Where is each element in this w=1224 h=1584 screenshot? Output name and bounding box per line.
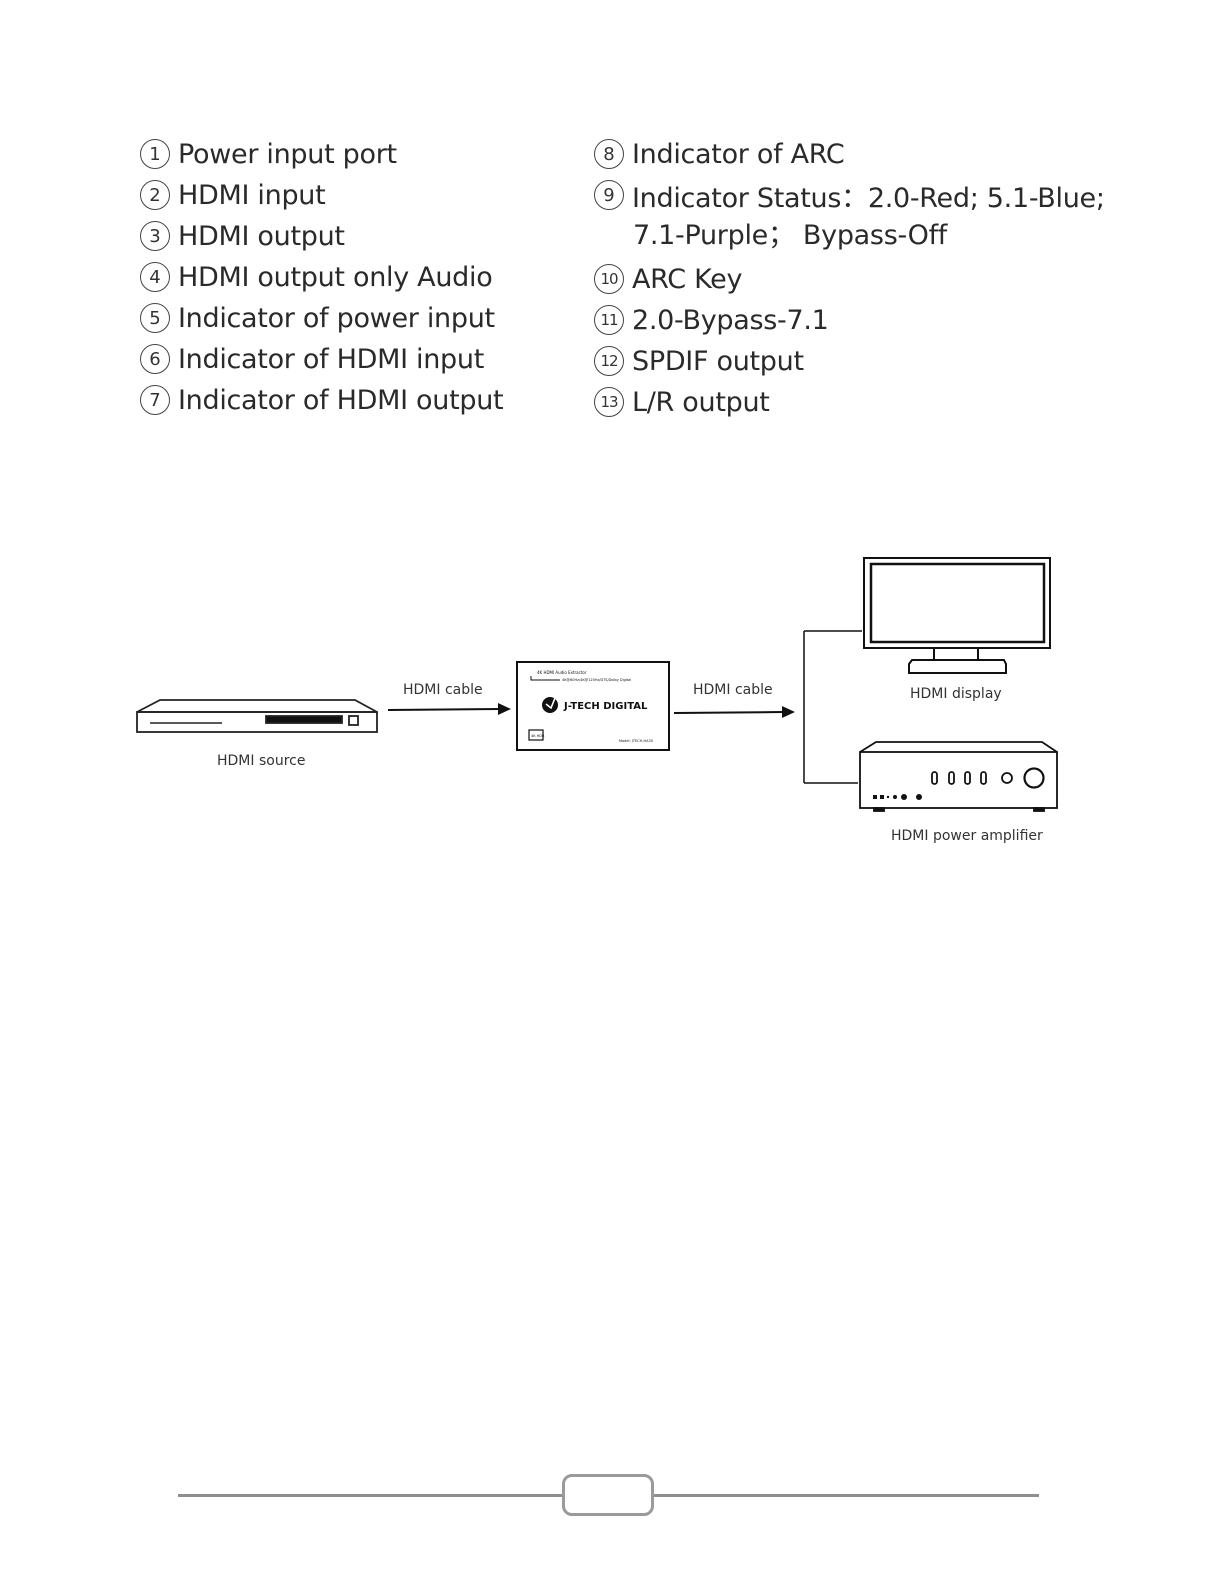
hdmi-amplifier-label: HDMI power amplifier <box>891 828 1043 844</box>
legend-item: 9 Indicator Status：2.0-Red; 5.1-Blue; <box>594 175 1105 215</box>
legend-text: SPDIF output <box>632 345 804 377</box>
output-bracket <box>803 630 862 784</box>
legend-number: 10 <box>594 264 624 294</box>
cable-2-label: HDMI cable <box>693 682 773 698</box>
audio-extractor-device <box>516 661 670 751</box>
legend-number: 1 <box>140 139 170 169</box>
legend-number: 3 <box>140 221 170 251</box>
legend-item: 5 Indicator of power input <box>140 298 495 338</box>
hdmi-source-icon <box>136 699 378 733</box>
hdmi-source-label: HDMI source <box>217 753 306 769</box>
legend-text: Indicator of HDMI input <box>178 343 484 375</box>
legend-item: 1 Power input port <box>140 134 397 174</box>
legend-item: 13 L/R output <box>594 382 770 422</box>
legend-item: 6 Indicator of HDMI input <box>140 339 484 379</box>
hdmi-power-amplifier-icon <box>859 741 1058 812</box>
legend-item: 12 SPDIF output <box>594 341 804 381</box>
legend-continuation: 7.1-Purple； Bypass-Off <box>633 220 948 251</box>
footer-rule-left <box>178 1494 564 1497</box>
legend-number: 4 <box>140 262 170 292</box>
legend-number: 11 <box>594 305 624 335</box>
legend-item: 7 Indicator of HDMI output <box>140 380 504 420</box>
legend-text: HDMI output only Audio <box>178 261 493 293</box>
cable-arrow-2 <box>673 706 795 718</box>
legend-item: 10 ARC Key <box>594 259 742 299</box>
hdmi-display-label: HDMI display <box>910 686 1002 702</box>
extractor-brand: J-TECH DIGITAL <box>563 701 648 712</box>
extractor-badge: 4K HDR <box>531 734 545 738</box>
hdmi-display-icon <box>863 557 1051 674</box>
extractor-top-line-1: 4K HDMI Audio Extractor <box>537 670 587 675</box>
cable-arrow-1 <box>387 703 511 715</box>
legend-item: 4 HDMI output only Audio <box>140 257 493 297</box>
legend-number: 8 <box>594 139 624 169</box>
legend-text: 2.0-Bypass-7.1 <box>632 304 829 336</box>
extractor-model: Model: JTECH-HA30 <box>619 739 653 743</box>
cable-1-label: HDMI cable <box>403 682 483 698</box>
legend-text: Power input port <box>178 138 397 170</box>
legend-number: 9 <box>594 180 624 210</box>
legend-item: 3 HDMI output <box>140 216 345 256</box>
legend-text: Indicator of power input <box>178 302 495 334</box>
legend-text: L/R output <box>632 386 770 418</box>
legend-number: 5 <box>140 303 170 333</box>
legend-text: ARC Key <box>632 263 743 295</box>
extractor-top-line-2: 4K@60Hz/4K@120Hz/DTS/Dolby Digital <box>562 678 631 682</box>
legend-text: HDMI input <box>178 179 326 211</box>
legend-text: Indicator of HDMI output <box>178 384 504 416</box>
legend-number: 2 <box>140 180 170 210</box>
legend-text: Indicator of ARC <box>632 138 845 170</box>
legend-item: 8 Indicator of ARC <box>594 134 845 174</box>
legend-item: 11 2.0-Bypass-7.1 <box>594 300 829 340</box>
legend-item: 2 HDMI input <box>140 175 326 215</box>
legend-number: 12 <box>594 346 624 376</box>
legend-number: 13 <box>594 387 624 417</box>
legend-text: Indicator Status：2.0-Red; 5.1-Blue; <box>632 182 1105 214</box>
legend-number: 6 <box>140 344 170 374</box>
connection-diagram: 4K HDMI Audio Extractor 4K@60Hz/4K@120Hz… <box>0 540 1224 880</box>
legend-text: HDMI output <box>178 220 345 252</box>
page-number-box <box>562 1474 654 1516</box>
legend-number: 7 <box>140 385 170 415</box>
footer-rule-right <box>652 1494 1039 1497</box>
